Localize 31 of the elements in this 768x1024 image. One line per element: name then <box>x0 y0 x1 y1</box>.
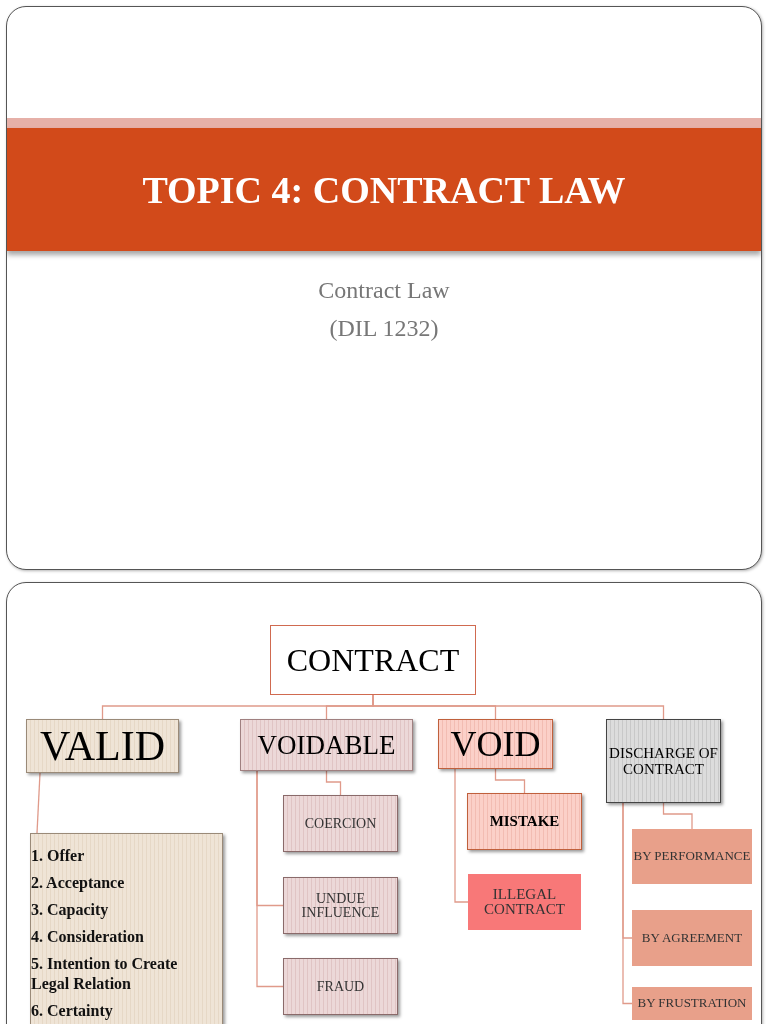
item-box: COERCION <box>283 795 398 852</box>
item-box: BY AGREEMENT <box>632 910 752 966</box>
list-item: 3. Capacity <box>31 900 109 920</box>
item-box: MISTAKE <box>467 793 582 850</box>
list-box <box>30 833 223 1024</box>
item-box: ILLEGAL CONTRACT <box>468 874 581 930</box>
list-item: 1. Offer <box>31 846 85 866</box>
item-box: BY FRUSTRATION <box>632 987 752 1020</box>
list-item: 5. Intention to Create Legal Relation <box>31 954 179 994</box>
connector-line <box>256 770 284 988</box>
connector-line <box>662 802 693 830</box>
subtitle-text: Contract Law <box>317 277 451 304</box>
item-box: UNDUE INFLUENCE <box>283 877 398 934</box>
connector-line <box>454 768 469 903</box>
category-box: VALID <box>26 719 179 773</box>
slide-title: TOPIC 4: CONTRACT LAW <box>142 167 626 212</box>
connector-line <box>622 802 633 1005</box>
subtitle-text: (DIL 1232) <box>328 315 440 342</box>
list-item: 4. Consideration <box>31 927 144 947</box>
connector-line <box>36 772 41 834</box>
root-box: CONTRACT <box>270 625 476 695</box>
category-box: DISCHARGE OF CONTRACT <box>606 719 721 803</box>
connector-line <box>325 770 342 796</box>
connector-line <box>372 694 665 720</box>
connector-line <box>494 768 526 794</box>
list-item: 2. Acceptance <box>31 873 125 893</box>
category-box: VOID <box>438 719 553 769</box>
list-item: 6. Certainty <box>31 1001 113 1021</box>
category-box: VOIDABLE <box>240 719 413 771</box>
item-box: BY PERFORMANCE <box>632 829 752 884</box>
item-box: FRAUD <box>283 958 398 1015</box>
